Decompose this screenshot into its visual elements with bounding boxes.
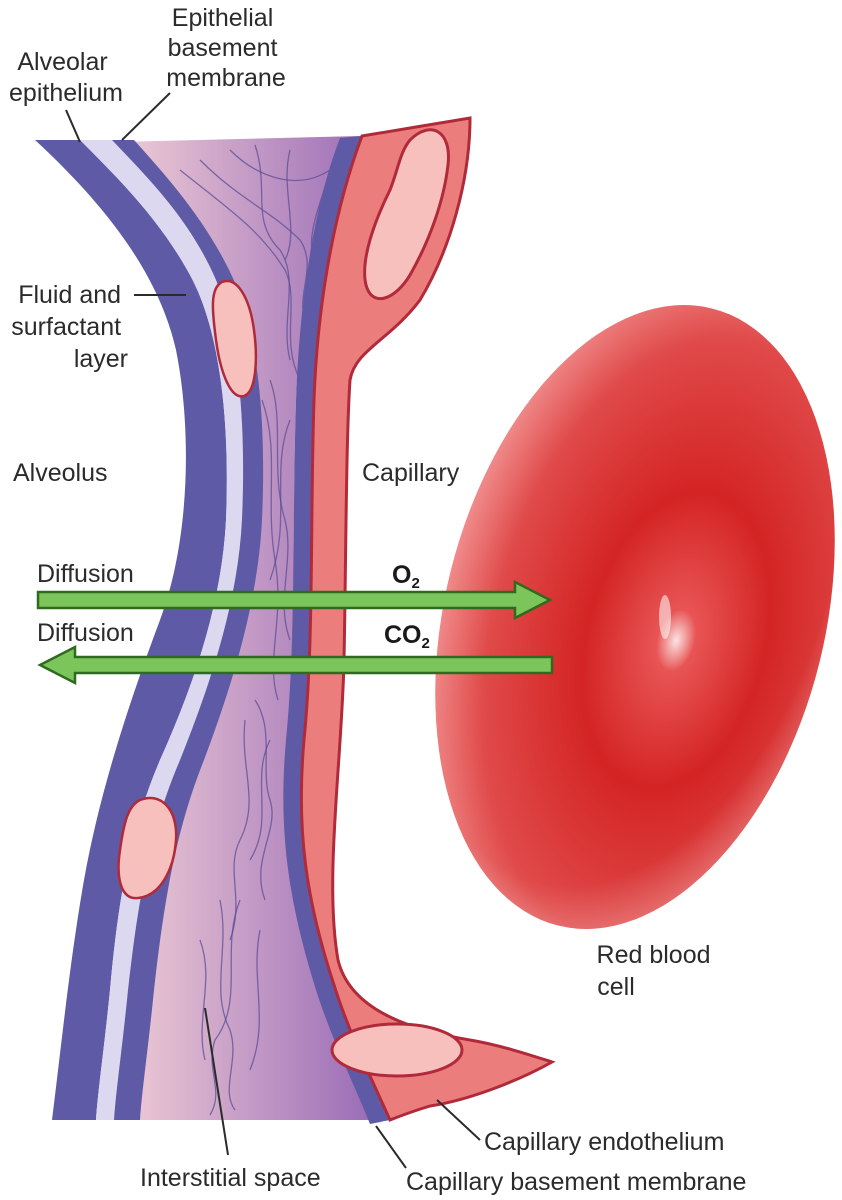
epithelial-nucleus-upper xyxy=(211,279,258,398)
o2-diffusion-label: Diffusion xyxy=(37,560,134,588)
fluid-and-surfactant-region xyxy=(80,140,244,1120)
fluid-surfactant-label: Fluid and surfactant layer xyxy=(11,281,128,373)
capillary-label: Capillary xyxy=(362,459,460,487)
interstitial-fibers xyxy=(179,144,332,1116)
leader-lines xyxy=(65,92,481,1169)
co2-diffusion-arrow xyxy=(37,644,554,686)
red-blood-cell xyxy=(435,305,835,929)
o2-label: O2 xyxy=(392,561,420,592)
co2-label: CO2 xyxy=(384,621,430,652)
epithelial-nucleus-lower xyxy=(117,796,178,900)
arrow-left-icon xyxy=(37,644,554,686)
epithelial-basement-membrane-label: Epithelial basement membrane xyxy=(166,4,286,92)
capillary-endothelium-layer xyxy=(299,116,556,1122)
alveolus-label: Alveolus xyxy=(13,459,108,487)
capillary-basement-membrane-layer xyxy=(283,136,390,1124)
alveolar-epithelium-label: Alveolar epithelium xyxy=(9,48,123,107)
o2-diffusion-arrow xyxy=(36,579,553,621)
endothelial-nucleus-bottom xyxy=(330,1022,464,1078)
co2-diffusion-label: Diffusion xyxy=(37,619,134,647)
alveolar-epithelium-layer xyxy=(35,140,227,1120)
red-blood-cell-label: Red blood cell xyxy=(597,941,718,1001)
capillary-endothelium-label: Capillary endothelium xyxy=(484,1128,724,1156)
capillary-basement-membrane-label: Capillary basement membrane xyxy=(406,1168,746,1196)
arrow-right-icon xyxy=(36,579,553,621)
endothelial-nucleus-top xyxy=(363,128,450,301)
interstitial-space-label: Interstitial space xyxy=(140,1164,321,1192)
